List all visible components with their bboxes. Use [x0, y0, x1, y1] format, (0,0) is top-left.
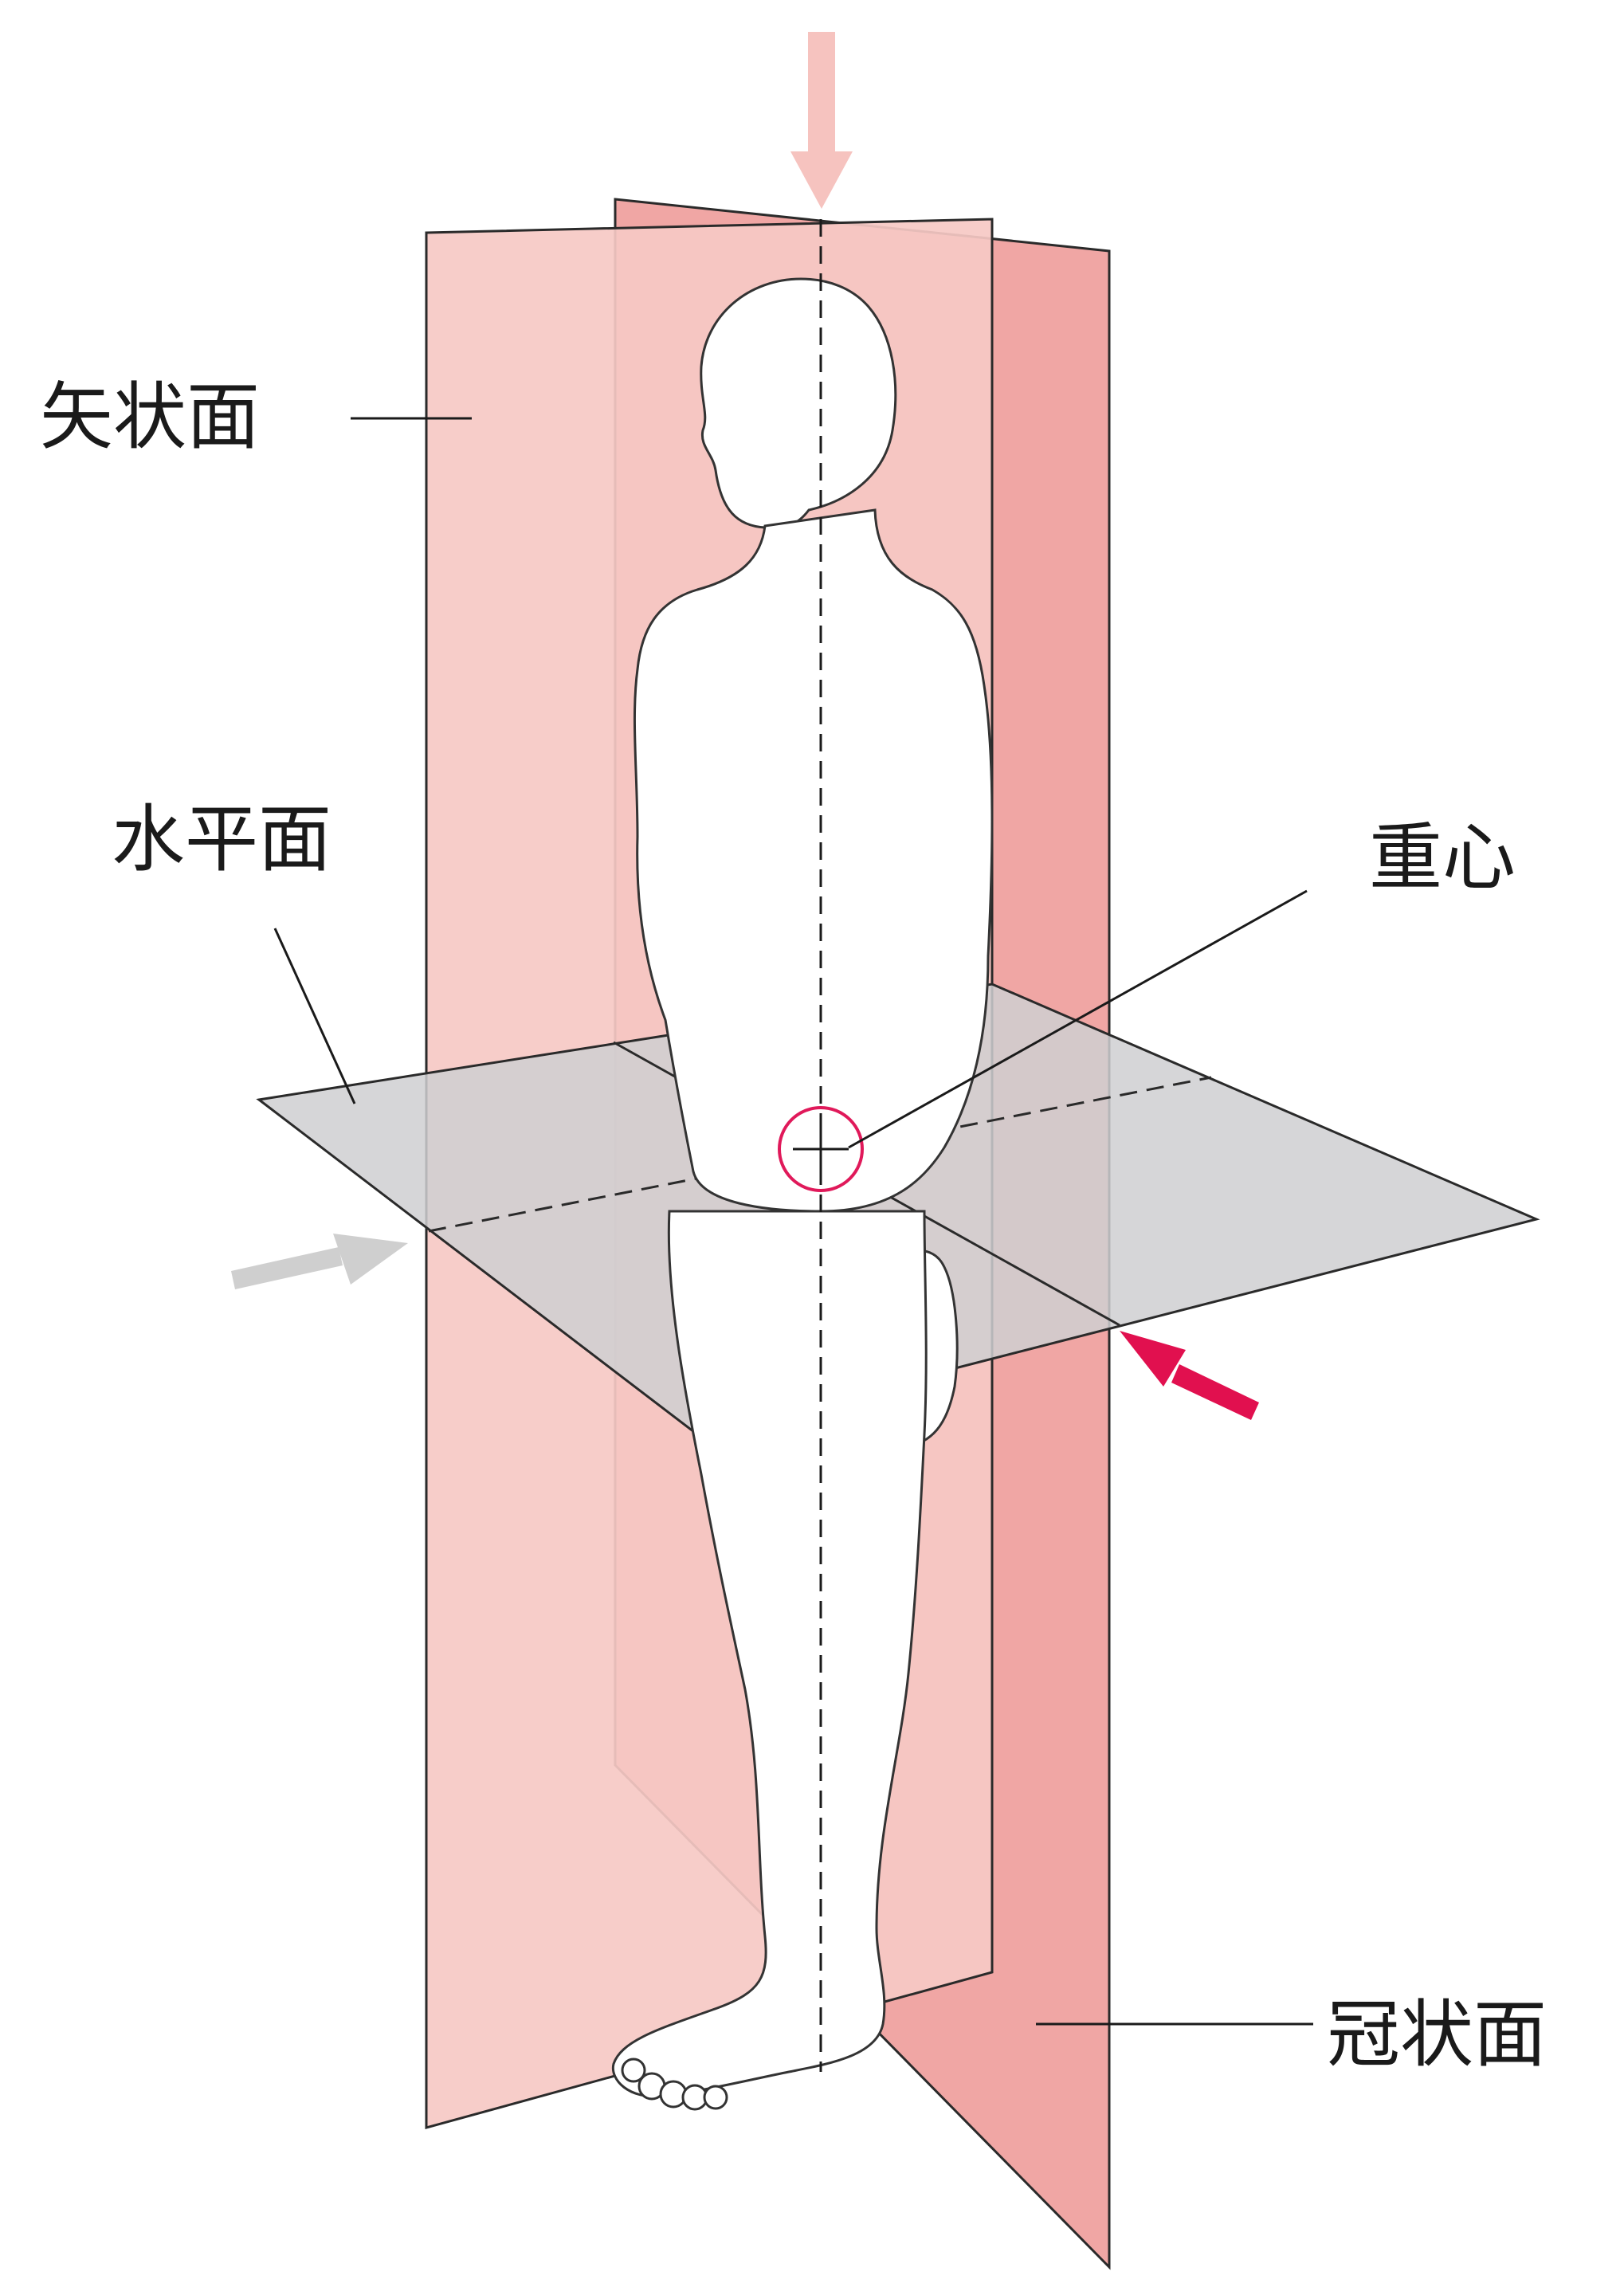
horizontal-leader-line	[273, 928, 356, 1104]
center-of-gravity-label: 重心	[1369, 815, 1516, 900]
right-arrow-icon	[1120, 1331, 1259, 1420]
cog-leader-line	[848, 889, 1308, 1149]
left-arrow-icon	[231, 1234, 408, 1289]
sagittal-plane-label: 矢状面	[40, 375, 260, 460]
coronal-intersection-line	[428, 1076, 1212, 1233]
human-figure	[611, 277, 994, 2111]
horizontal-plane-label: 水平面	[112, 797, 331, 882]
top-arrow-icon	[790, 32, 853, 209]
center-of-gravity-circle	[778, 1106, 864, 1192]
coronal-plane-label: 冠状面	[1327, 1992, 1547, 2077]
